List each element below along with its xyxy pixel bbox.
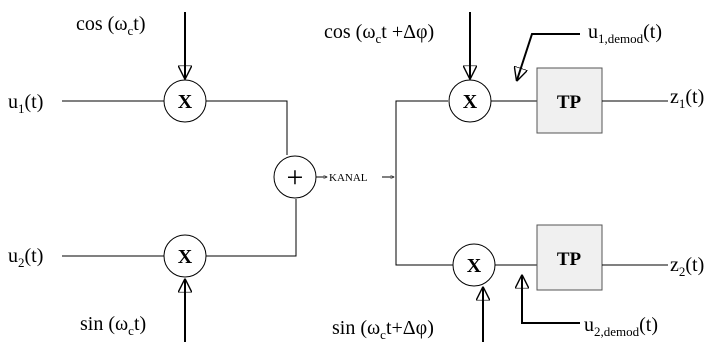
u1-demod-label: u1,demod(t) <box>588 21 662 46</box>
channel-label: KANAL <box>329 172 368 184</box>
u2-demod-label: u2,demod(t) <box>584 314 658 339</box>
multiplier-tx-upper-symbol: X <box>178 91 193 113</box>
tx-upper-to-adder-line <box>206 100 288 155</box>
lowpass-filter-lower-label: TP <box>557 249 582 270</box>
z1-output-label: z1(t) <box>670 86 704 111</box>
lowpass-filter-lower <box>536 224 603 291</box>
cos-rx-label: cos (ωct +Δφ) <box>324 21 434 46</box>
sin-rx-label: sin (ωct+Δφ) <box>332 317 434 342</box>
z2-output-label: z2(t) <box>670 254 704 279</box>
tx-lower-to-adder-line <box>206 199 297 257</box>
lowpass-filter-upper <box>536 67 603 134</box>
u1-input-label: u1(t) <box>8 91 43 116</box>
u1-demod-pointer <box>517 33 580 80</box>
u2-demod-pointer <box>522 276 580 324</box>
multiplier-rx-lower-symbol: X <box>467 255 482 277</box>
u2-input-label: u2(t) <box>8 245 43 270</box>
lowpass-filter-upper-label: TP <box>557 92 582 113</box>
adder-symbol: + <box>287 161 304 194</box>
multiplier-tx-lower-symbol: X <box>178 246 193 268</box>
sin-tx-label: sin (ωct) <box>80 313 146 338</box>
receiver-split-line <box>395 100 453 266</box>
cos-tx-label: cos (ωct) <box>76 13 145 38</box>
multiplier-rx-upper-symbol: X <box>463 91 478 113</box>
